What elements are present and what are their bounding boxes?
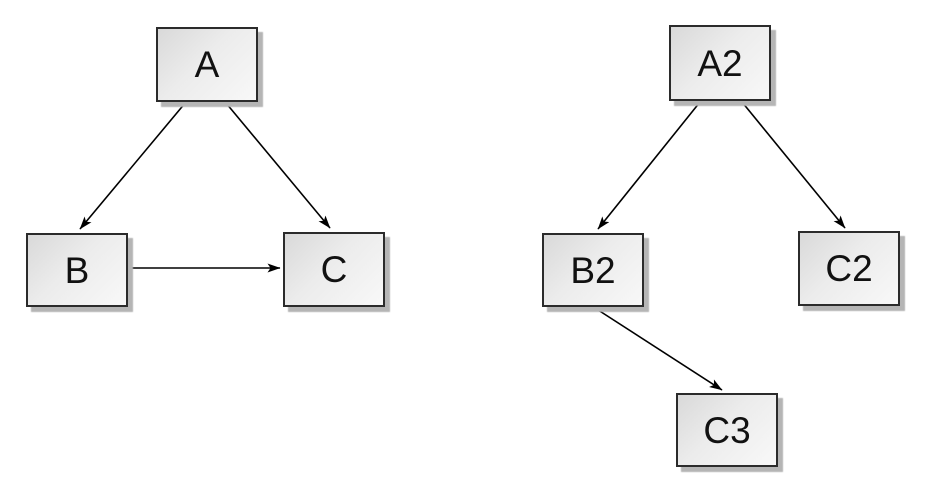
node-label-C2: C2 <box>825 248 873 289</box>
edge-A2-B2 <box>597 101 701 230</box>
edge-B2-C3 <box>594 307 723 391</box>
node-label-C: C <box>320 249 348 290</box>
node-label-B2: B2 <box>570 249 616 291</box>
edge-A-B <box>79 101 187 230</box>
node-B2: B2 <box>542 233 644 307</box>
node-label-A2: A2 <box>697 42 743 84</box>
edge-A-C <box>225 102 331 229</box>
node-C3: C3 <box>676 393 778 467</box>
node-A: A <box>156 27 258 102</box>
node-label-A: A <box>194 44 220 85</box>
edge-A2-C2 <box>741 101 846 229</box>
node-C2: C2 <box>798 231 900 306</box>
node-B: B <box>26 233 128 307</box>
node-A2: A2 <box>669 25 771 101</box>
node-C: C <box>283 232 385 307</box>
node-label-B: B <box>64 249 90 291</box>
node-label-C3: C3 <box>703 409 751 451</box>
